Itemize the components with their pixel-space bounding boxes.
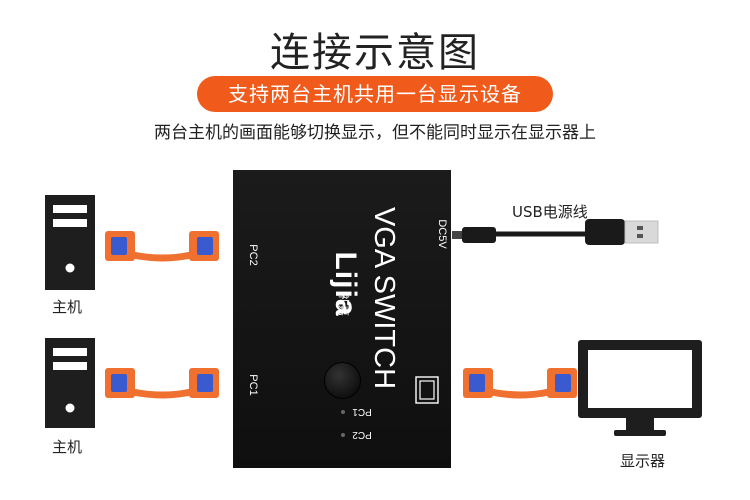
port-label-pc2: PC2 <box>247 244 259 266</box>
device-name: VGA SWITCH <box>368 206 400 390</box>
dc-power-plug-icon <box>452 227 496 243</box>
page-title: 连接示意图 <box>270 30 480 76</box>
feature-banner: 支持两台主机共用一台显示设备 <box>197 76 553 112</box>
switch-button[interactable] <box>324 362 361 399</box>
usb-power-cable-icon <box>491 231 588 237</box>
usb-cable-label: USB电源线 <box>512 203 588 221</box>
pc-tower-icon <box>45 195 95 290</box>
description-text: 两台主机的画面能够切换显示，但不能同时显示在显示器上 <box>154 123 596 143</box>
pc1-indicator-led <box>341 410 345 414</box>
vga-port-icon <box>415 376 439 404</box>
port-label-pc1: PC1 <box>247 374 259 396</box>
vga-switch-device <box>233 170 451 468</box>
pc2-indicator-led <box>341 433 345 437</box>
indicator-label-pc2: PC2 <box>352 429 372 440</box>
brand-cn-logo: 礼嘉 <box>337 294 349 316</box>
port-label-dc5v: DC5V <box>436 219 448 249</box>
vga-cable-icon <box>105 368 219 399</box>
usb-plug-icon <box>585 219 659 245</box>
monitor-label: 显示器 <box>620 452 666 470</box>
host-label-bottom: 主机 <box>52 438 83 456</box>
vga-cable-icon <box>105 231 219 262</box>
host-label-top: 主机 <box>52 298 83 316</box>
indicator-label-pc1: PC1 <box>352 406 372 417</box>
vga-cable-icon <box>463 368 577 399</box>
pc-tower-icon <box>45 338 95 428</box>
monitor-icon <box>578 340 702 436</box>
